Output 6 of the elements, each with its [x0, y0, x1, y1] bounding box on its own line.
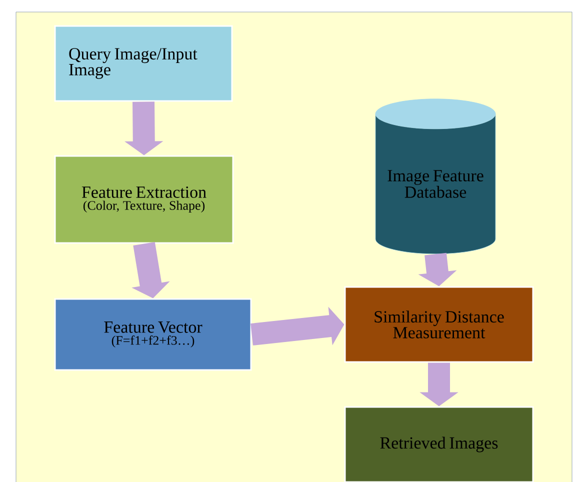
process-box: Query Image/Input Image — [54, 25, 233, 102]
process-box: Feature Extraction (Color, Texture, Shape) — [54, 155, 234, 244]
process-box: Feature Vector (F=f1+f2+f3…) — [54, 298, 252, 371]
database-cylinder: Image Feature Database — [375, 98, 496, 254]
process-box: Similarity Distance Measurement — [344, 286, 534, 363]
process-box: Retrieved Images — [344, 406, 534, 482]
